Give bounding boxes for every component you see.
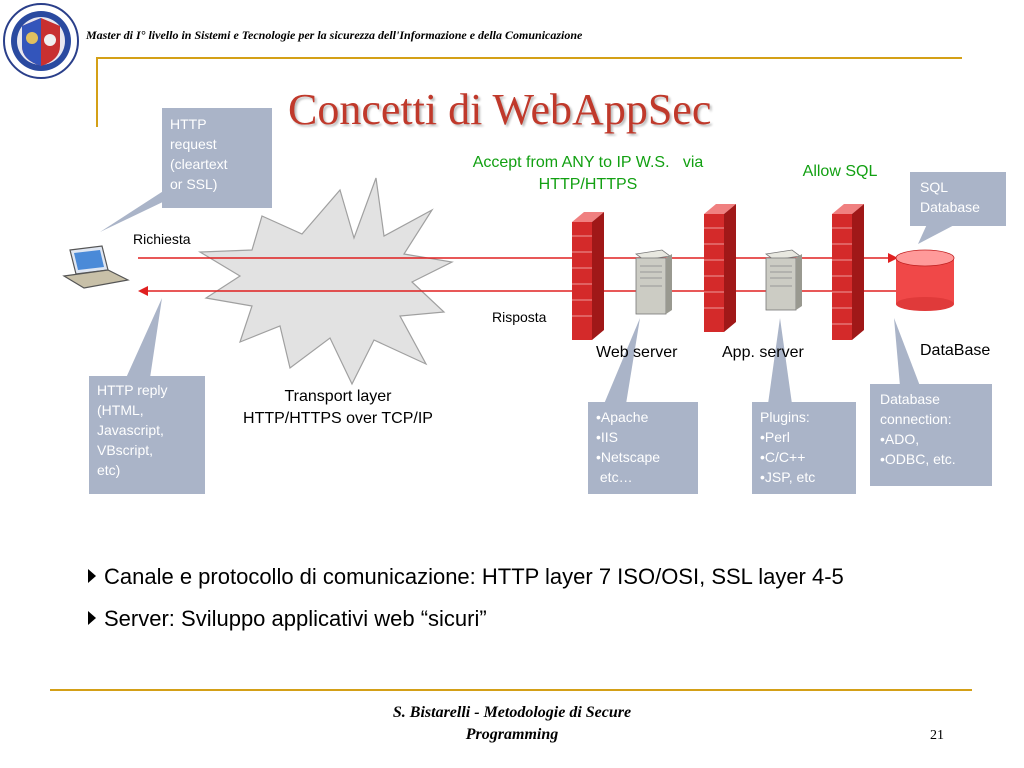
http-request-line: or SSL) bbox=[170, 176, 218, 192]
plugins-item: •C/C++ bbox=[760, 449, 806, 465]
plugins-callout: Plugins: •Perl •C/C++ •JSP, etc bbox=[752, 402, 856, 494]
firewall-1 bbox=[572, 212, 604, 340]
university-seal-logo bbox=[3, 3, 79, 79]
web-server-icon bbox=[634, 249, 672, 315]
web-server-item: •Netscape bbox=[596, 449, 661, 465]
transport-line-1: Transport layer bbox=[284, 388, 392, 405]
transport-layer-label: Transport layer HTTP/HTTPS over TCP/IP bbox=[218, 386, 458, 430]
slide-title: Concetti di WebAppSec bbox=[288, 85, 712, 134]
richiesta-label: Richiesta bbox=[133, 231, 191, 247]
db-conn-item: •ODBC, etc. bbox=[880, 451, 956, 467]
web-server-item: etc… bbox=[596, 469, 633, 485]
database-label: DataBase bbox=[920, 342, 991, 359]
web-server-item: •Apache bbox=[596, 409, 649, 425]
http-reply-line: HTTP reply bbox=[97, 382, 168, 398]
db-connection-callout: Database connection: •ADO, •ODBC, etc. bbox=[870, 384, 992, 486]
web-servers-callout: •Apache •IIS •Netscape etc… bbox=[588, 402, 698, 494]
firewall-rule-allow-sql: Allow SQL bbox=[802, 163, 878, 180]
http-request-line: request bbox=[170, 136, 217, 152]
footer-line-1: S. Bistarelli - Metodologie di Secure bbox=[392, 704, 632, 721]
transport-line-2: HTTP/HTTPS over TCP/IP bbox=[243, 410, 433, 427]
http-request-line: (cleartext bbox=[170, 156, 228, 172]
bullet-arrow-icon bbox=[88, 611, 96, 626]
http-request-line: HTTP bbox=[170, 116, 207, 132]
http-reply-callout-tail bbox=[126, 298, 162, 378]
bullet-item: Server: Sviluppo applicativi web “sicuri… bbox=[88, 606, 487, 632]
database-cylinder-icon bbox=[895, 249, 955, 311]
footer-author: S. Bistarelli - Metodologie di Secure Pr… bbox=[300, 702, 724, 746]
app-server-icon bbox=[764, 249, 802, 311]
http-request-callout: HTTP request (cleartext or SSL) bbox=[162, 108, 272, 208]
bullet-text: Server: Sviluppo applicativi web “sicuri… bbox=[104, 606, 487, 631]
plugins-item: •Perl bbox=[760, 429, 790, 445]
firewall-3 bbox=[832, 204, 864, 340]
dbconn-callout-tail bbox=[894, 318, 920, 386]
accept-line-1: Accept from ANY to IP W.S. via bbox=[472, 154, 704, 171]
sql-database-callout: SQL Database bbox=[910, 172, 1006, 226]
http-reply-callout: HTTP reply (HTML, Javascript, VBscript, … bbox=[89, 376, 205, 494]
bullet-item: Canale e protocollo di comunicazione: HT… bbox=[88, 564, 844, 590]
webserver-callout-tail bbox=[604, 318, 640, 404]
accept-line-2: HTTP/HTTPS bbox=[538, 176, 638, 193]
sql-database-line: SQL bbox=[920, 179, 949, 195]
firewall-2 bbox=[704, 204, 736, 332]
bullet-text: Canale e protocollo di comunicazione: HT… bbox=[104, 564, 844, 589]
http-reply-line: (HTML, bbox=[97, 402, 144, 418]
http-reply-line: Javascript, bbox=[97, 422, 164, 438]
risposta-label: Risposta bbox=[492, 309, 547, 325]
plugins-item: •JSP, etc bbox=[760, 469, 816, 485]
db-conn-item: Database bbox=[880, 391, 940, 407]
sql-callout-tail bbox=[918, 222, 960, 244]
master-header: Master di I° livello in Sistemi e Tecnol… bbox=[86, 28, 583, 42]
transport-burst bbox=[197, 177, 454, 386]
laptop-icon bbox=[62, 245, 130, 289]
web-server-item: •IIS bbox=[596, 429, 619, 445]
db-conn-item: connection: bbox=[880, 411, 952, 427]
header-rule-vertical bbox=[96, 57, 98, 127]
header-rule-horizontal bbox=[96, 57, 962, 59]
plugins-item: Plugins: bbox=[760, 409, 810, 425]
http-reply-line: VBscript, bbox=[97, 442, 154, 458]
page-number: 21 bbox=[930, 728, 944, 743]
db-conn-item: •ADO, bbox=[880, 431, 920, 447]
sql-database-line: Database bbox=[920, 199, 980, 215]
app-server-label: App. server bbox=[722, 344, 804, 361]
footer-rule bbox=[50, 689, 972, 691]
http-reply-line: etc) bbox=[97, 462, 121, 478]
plugins-callout-tail bbox=[768, 318, 792, 404]
web-server-label: Web server bbox=[596, 344, 678, 361]
bullet-arrow-icon bbox=[88, 569, 96, 584]
firewall-rule-accept: Accept from ANY to IP W.S. via HTTP/HTTP… bbox=[438, 152, 738, 196]
footer-line-2: Programming bbox=[465, 726, 559, 743]
